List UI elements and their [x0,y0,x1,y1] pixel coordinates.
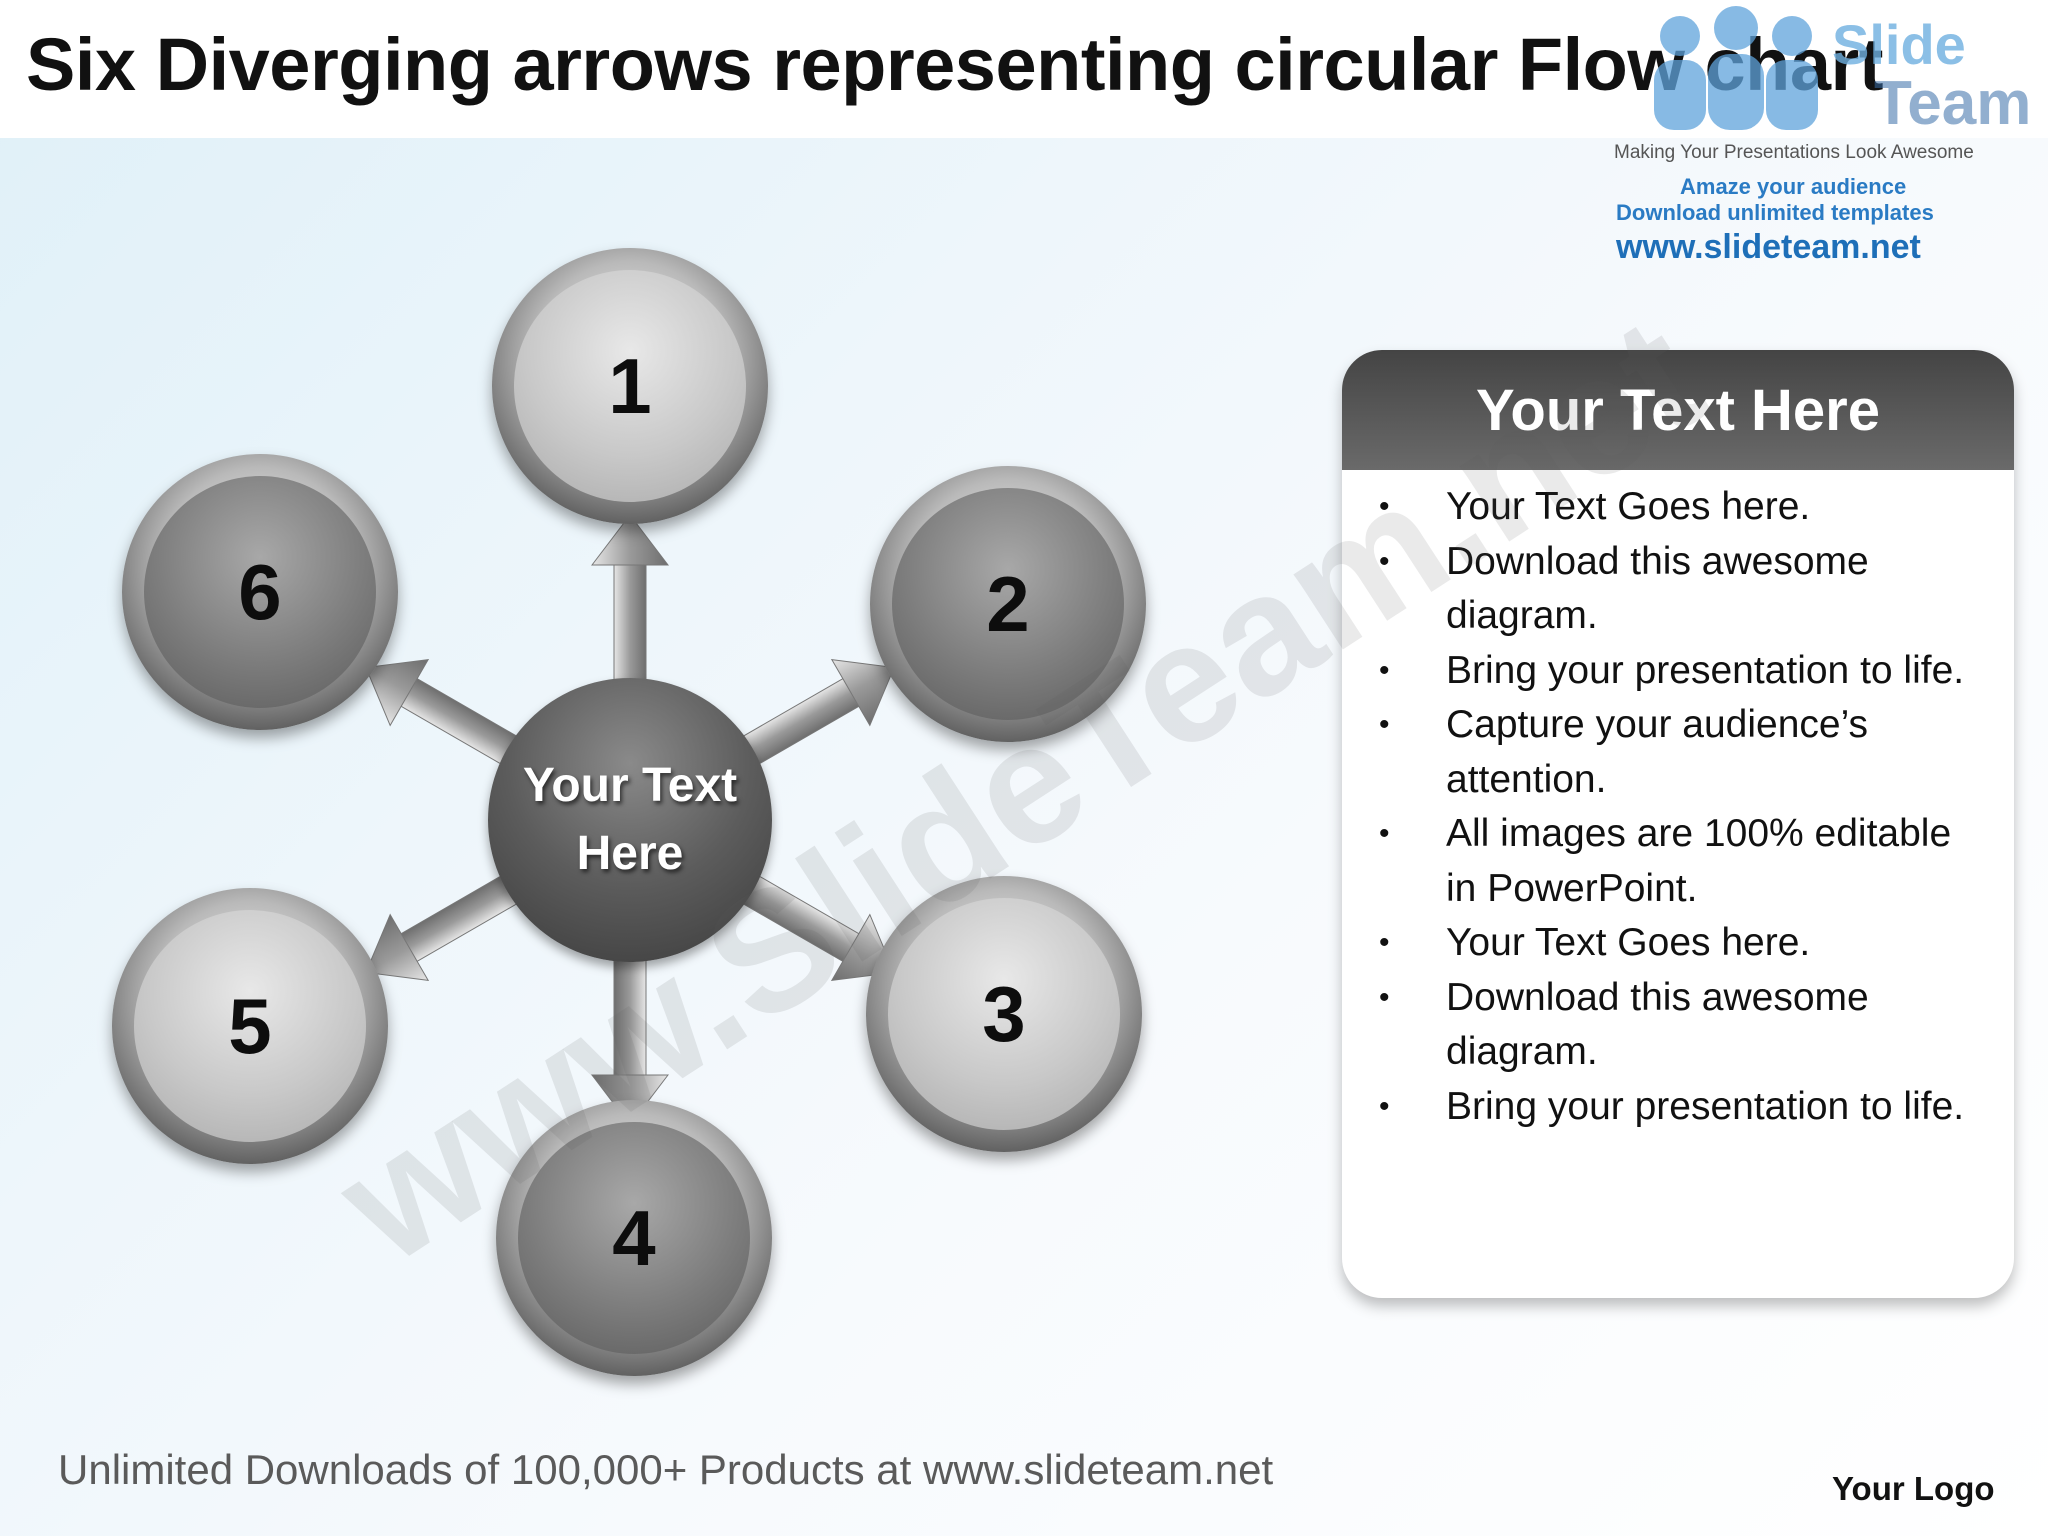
arrow-to-node-2 [725,658,895,775]
node-5-label: 5 [134,910,366,1142]
arrow-to-node-6 [365,658,535,775]
bullet-icon: • [1379,817,1390,850]
node-2[interactable]: 2 [870,466,1146,742]
arrow-to-node-1 [590,514,670,701]
arrow-to-node-4 [590,939,670,1126]
node-4-label: 4 [518,1122,750,1354]
bullet-item: •Your Text Goes here. [1342,916,1982,971]
node-2-label: 2 [892,488,1124,720]
bullet-icon: • [1379,653,1390,687]
bullet-item: •Download this awesome diagram. [1342,535,1982,644]
node-3-label: 3 [888,898,1120,1130]
brand-name-slide: Slide [1832,13,1966,76]
node-5[interactable]: 5 [112,888,388,1164]
bullet-icon: • [1379,708,1390,741]
center-label: Your Text Here [522,759,738,880]
bullet-item: •Your Text Goes here. [1342,480,1982,535]
title-bar: Six Diverging arrows representing circul… [0,0,2048,138]
brand-url[interactable]: www.slideteam.net [1616,228,1921,266]
bullet-list: •Your Text Goes here. •Download this awe… [1342,480,1982,1134]
slideteam-brand-logo: Slide Team Making Your Presentations Loo… [1610,4,2032,266]
people-logo-icon [1654,6,1818,130]
bullet-icon: • [1379,1089,1390,1123]
brand-tagline: Making Your Presentations Look Awesome [1614,142,1974,163]
text-box-heading: Your Text Here [1342,350,2014,470]
bullet-item: •Bring your presentation to life. [1342,644,1982,699]
brand-line-2: Download unlimited templates [1616,200,1934,225]
arrow-to-node-5 [365,865,535,982]
slide-title: Six Diverging arrows representing circul… [26,23,1883,106]
your-logo: Your Logo [1832,1470,1995,1507]
bullet-item: •Download this awesome diagram. [1342,971,1982,1080]
node-1-label: 1 [514,270,746,502]
center-circle[interactable]: Your Text Here [488,678,772,962]
bullet-icon: • [1379,980,1390,1014]
brand-name-team: Team [1874,69,2032,138]
node-6-label: 6 [144,476,376,708]
arrow-to-node-3 [725,865,895,982]
node-4[interactable]: 4 [496,1100,772,1376]
bullet-item: •Bring your presentation to life. [1342,1080,1982,1135]
node-1[interactable]: 1 [492,248,768,524]
node-3[interactable]: 3 [866,876,1142,1152]
text-box: Your Text Here •Your Text Goes here. •Do… [1342,350,2014,1298]
bullet-item: •Capture your audience’s attention. [1342,698,1982,807]
bullet-item: •All images are 100% editable in PowerPo… [1342,807,1982,916]
bullet-icon: • [1379,926,1390,959]
bullet-icon: • [1379,544,1390,578]
bullet-icon: • [1379,490,1390,523]
node-6[interactable]: 6 [122,454,398,730]
brand-line-1: Amaze your audience [1680,174,1907,199]
footer-text: Unlimited Downloads of 100,000+ Products… [58,1446,1274,1493]
